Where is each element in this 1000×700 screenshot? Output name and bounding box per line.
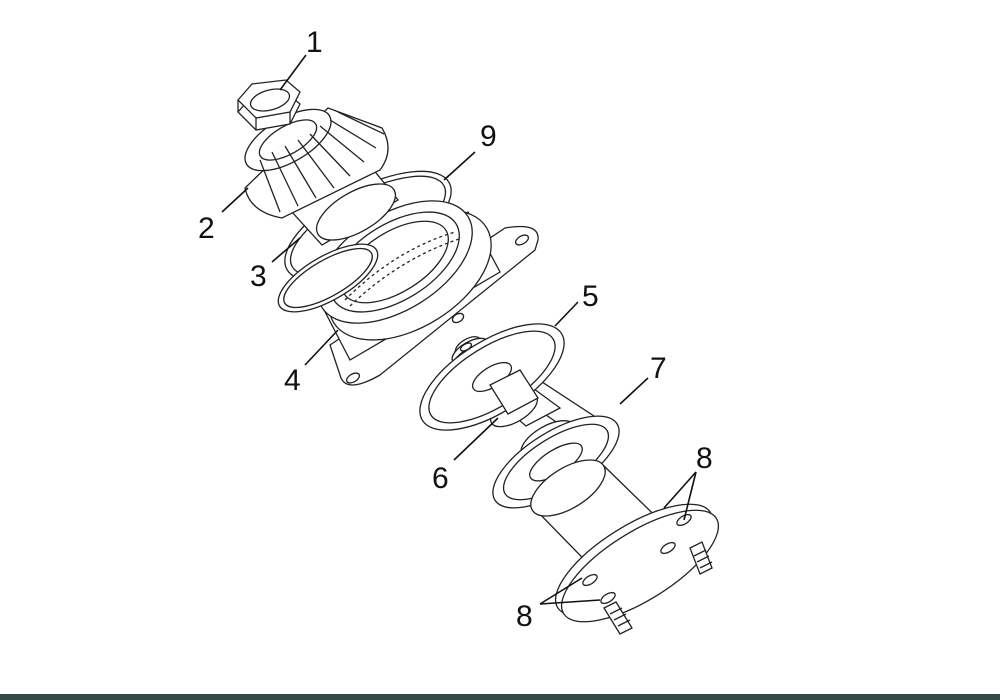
leader-lines xyxy=(221,54,697,605)
leader-2 xyxy=(221,187,249,213)
part-3-spacer-ring xyxy=(277,243,379,313)
callout-3: 3 xyxy=(250,260,267,293)
leader-4 xyxy=(304,329,339,366)
leader-3 xyxy=(271,237,301,263)
leader-8a-1 xyxy=(663,471,697,509)
part-2-bevel-gear xyxy=(244,107,399,246)
part-7-flange-plate xyxy=(492,415,620,509)
part-8-studs xyxy=(603,541,713,635)
bottom-bar xyxy=(0,694,1000,700)
callout-5: 5 xyxy=(582,280,599,313)
leader-5 xyxy=(554,301,579,327)
part-5-washer xyxy=(419,323,565,431)
part-1-nut xyxy=(237,79,301,131)
leader-8a-2 xyxy=(683,471,697,521)
leader-8b-1 xyxy=(539,577,583,605)
callout-6: 6 xyxy=(432,462,449,495)
part-4-bearing-housing xyxy=(317,200,539,386)
callout-4: 4 xyxy=(284,364,301,397)
leader-6 xyxy=(453,417,499,461)
callout-7: 7 xyxy=(650,352,667,385)
leader-1 xyxy=(279,54,307,91)
part-6-shaft-front xyxy=(489,369,539,415)
leader-7 xyxy=(619,377,649,405)
callout-labels: 1 2 3 4 5 6 7 8 8 9 xyxy=(198,26,713,633)
callout-8-lower: 8 xyxy=(516,600,533,633)
callout-9: 9 xyxy=(480,120,497,153)
callout-1: 1 xyxy=(306,26,323,59)
callout-8-upper: 8 xyxy=(696,442,713,475)
callout-2: 2 xyxy=(198,212,215,245)
leader-9 xyxy=(443,151,476,181)
part-hub-body xyxy=(530,459,720,623)
leader-8b-2 xyxy=(539,599,601,605)
